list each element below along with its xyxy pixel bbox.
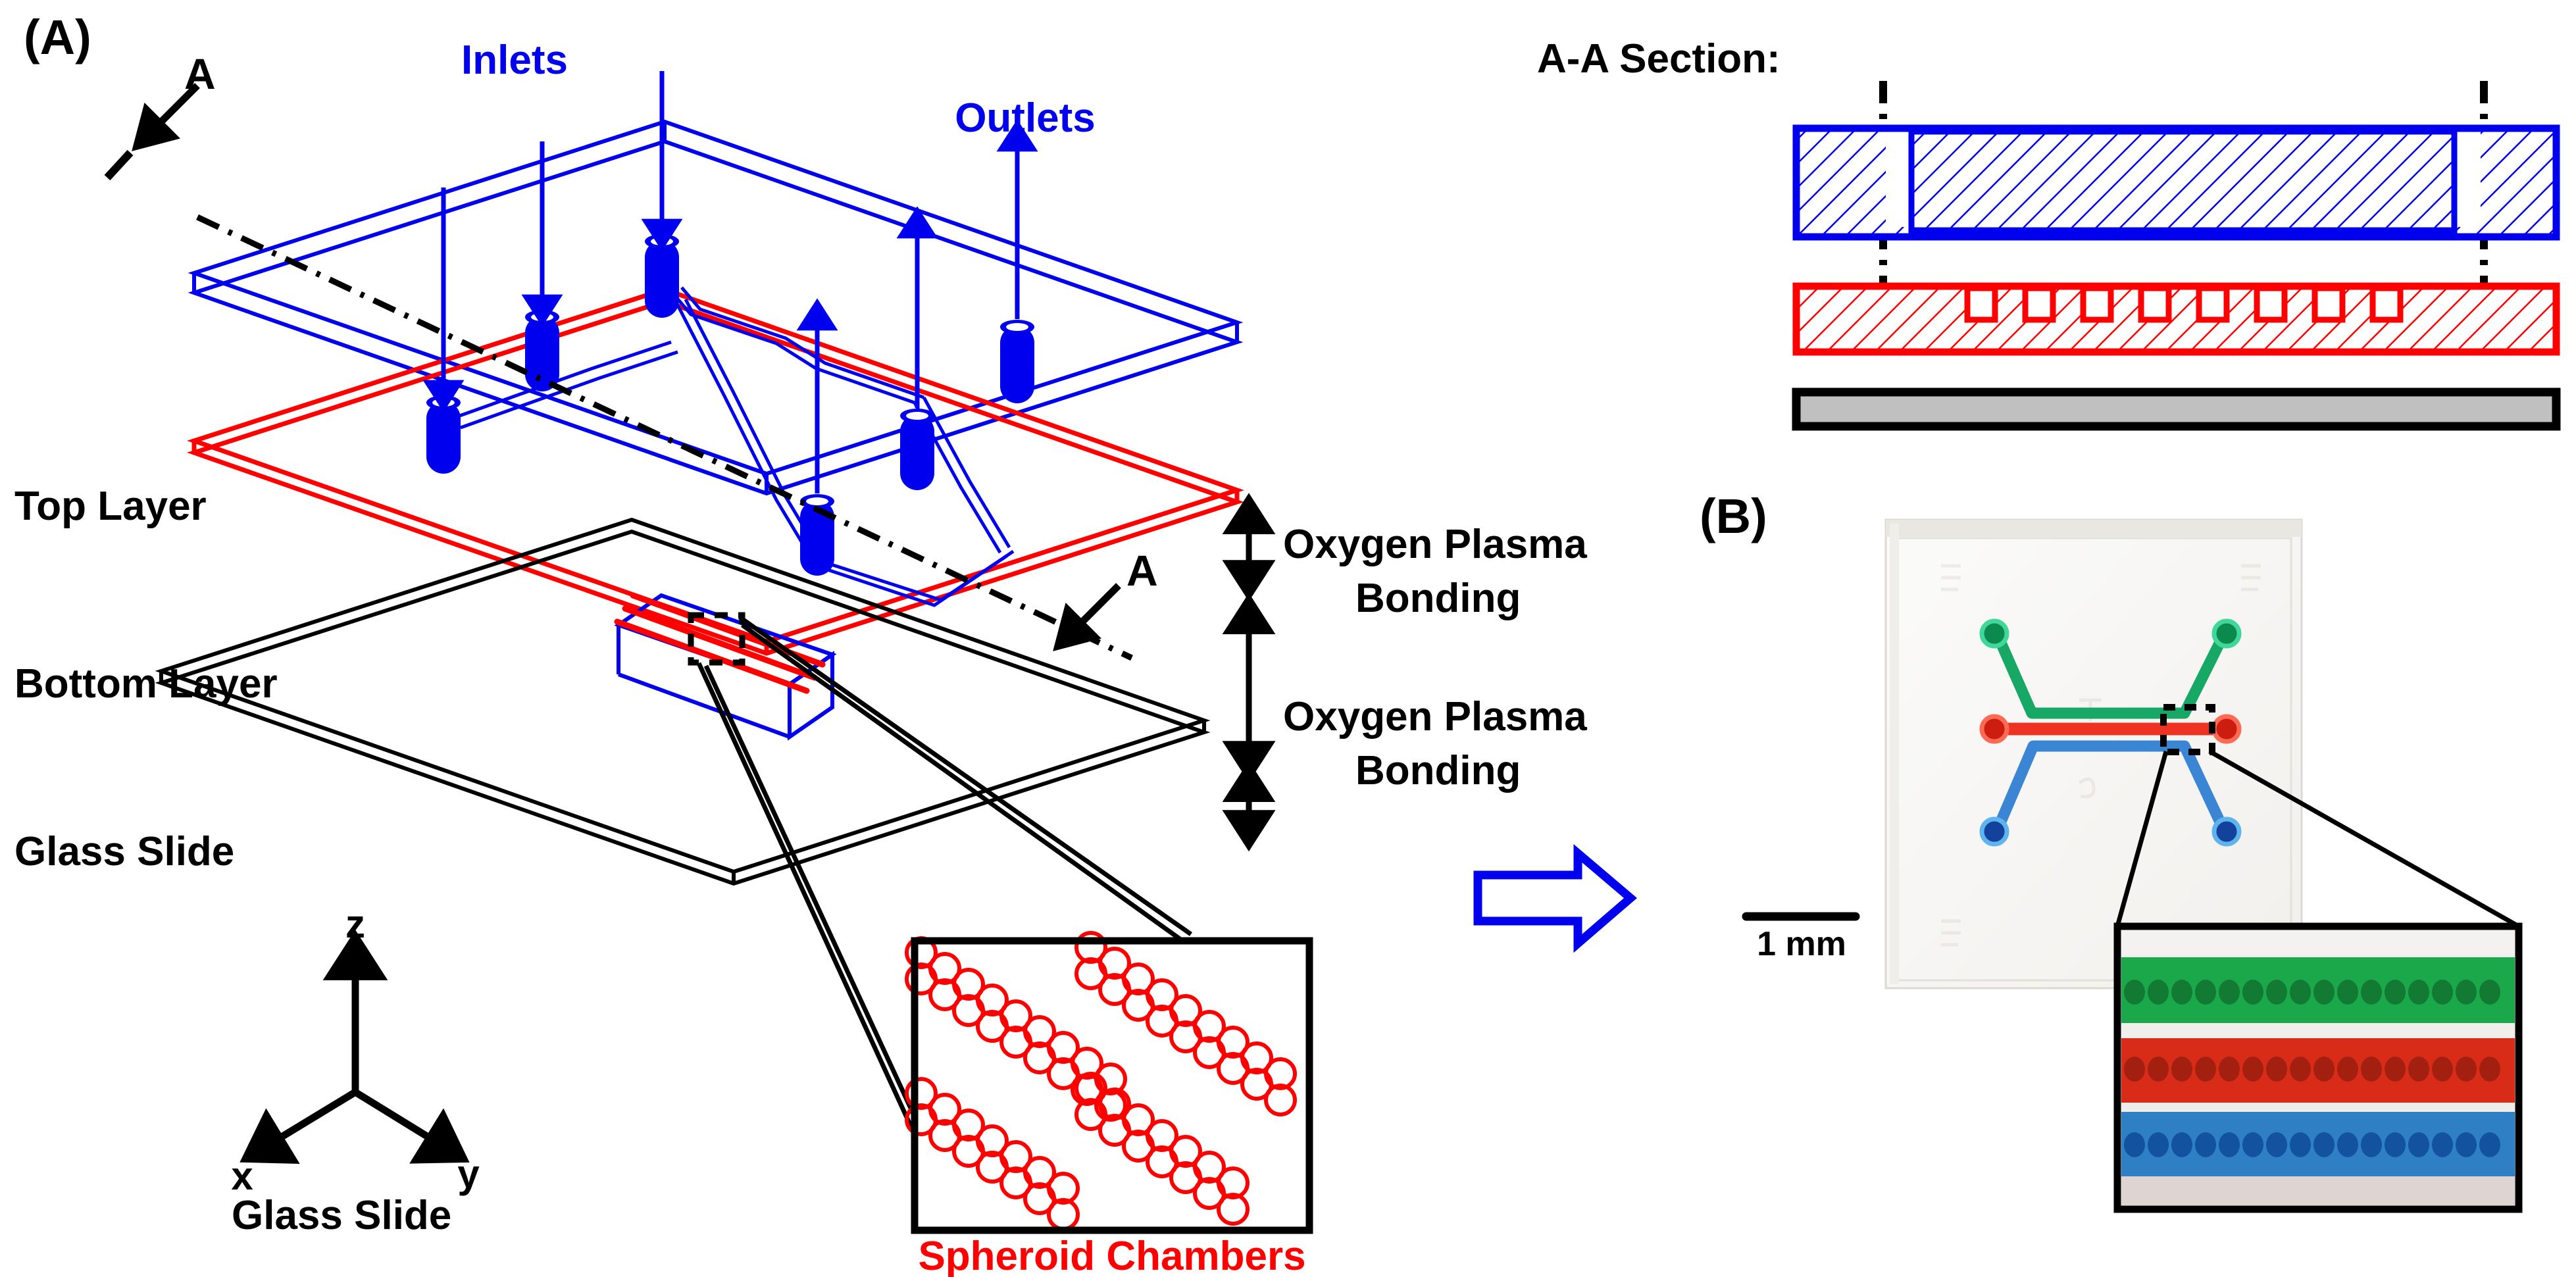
spheroid-chamber-array — [905, 931, 1297, 1231]
inset-leader-lines — [696, 615, 1193, 1179]
process-arrow — [1473, 843, 1637, 953]
red-port-left — [1979, 714, 2009, 744]
outlet-arrows — [796, 119, 1038, 493]
section-marker-left: A — [104, 49, 216, 181]
glass-slide-axis-label: Glass Slide — [232, 1193, 451, 1238]
red-channel-b — [1979, 714, 2242, 744]
glass-slide-label: Glass Slide — [14, 829, 234, 874]
inset-green-channel — [2121, 957, 2515, 1023]
top-layer-section — [1792, 124, 2560, 241]
section-title: A-A Section: — [1537, 36, 1780, 82]
green-channel-b — [1979, 618, 2242, 719]
spheroid-chambers-label: Spheroid Chambers — [918, 1234, 1305, 1277]
glass-slide-section — [1792, 388, 2561, 431]
zoom-region-box — [688, 612, 745, 666]
section-marker-right-label: A — [1126, 546, 1158, 595]
green-port-right — [2211, 618, 2242, 649]
bonding-top: Oxygen Plasma Bonding — [1222, 493, 1587, 621]
axis-label-z: z — [345, 902, 365, 946]
panel-a-label: (A) — [24, 10, 91, 64]
blue-port-right — [2211, 816, 2242, 847]
scale-bar: 1 mm — [1742, 912, 1860, 963]
port-cylinders — [426, 234, 1034, 576]
blue-port-left — [1979, 816, 2009, 847]
inset-blue-channel — [2121, 1112, 2515, 1176]
bonding-bottom: Oxygen Plasma Bonding — [1222, 593, 1587, 852]
inlet-port-1 — [426, 395, 461, 474]
section-marker-left-label: A — [184, 49, 216, 98]
bottom-layer-section — [1792, 282, 2560, 356]
panel-b-inset — [2113, 922, 2523, 1213]
outlet-port-1 — [800, 494, 834, 576]
inlets-label: Inlets — [461, 38, 568, 83]
bonding-top-line1: Oxygen Plasma — [1283, 522, 1587, 567]
bonding-bottom-line2: Bonding — [1355, 748, 1521, 793]
inlet-port-2 — [525, 310, 559, 391]
chamber-row — [905, 931, 1297, 1231]
outlet-port-2 — [900, 409, 934, 490]
bonding-top-line2: Bonding — [1355, 576, 1521, 621]
top-layer-label: Top Layer — [14, 484, 207, 529]
inset-leader-lines-b — [2115, 749, 2520, 929]
zoom-region-box-b — [2160, 704, 2215, 755]
glass-slide-slab — [155, 517, 1211, 886]
inset-red-channel — [2121, 1038, 2515, 1103]
blue-channel-b — [1979, 740, 2242, 847]
spheroid-chambers-inset — [905, 931, 1313, 1234]
red-port-right — [2211, 714, 2242, 744]
outlet-port-3 — [1000, 320, 1034, 403]
panel-b-label: (B) — [1700, 489, 1767, 543]
bottom-layer-label: Bottom Layer — [14, 661, 278, 707]
panel-a-exploded-view: Inlets Outlets A A Top Layer Bottom Laye… — [14, 38, 1587, 1277]
scale-bar-label: 1 mm — [1757, 925, 1846, 963]
coordinate-axes: z x y Glass Slide — [231, 902, 480, 1238]
top-layer-slab — [188, 119, 1244, 496]
section-marker-right: A — [1053, 546, 1158, 651]
axis-label-y: y — [457, 1152, 480, 1196]
section-aa: A-A Section: — [1537, 36, 2561, 431]
bonding-bottom-line1: Oxygen Plasma — [1283, 694, 1587, 739]
outlets-label: Outlets — [955, 95, 1096, 141]
panel-b-photo: 1 mm — [1742, 518, 2523, 1213]
green-port-left — [1979, 618, 2009, 649]
inlet-port-3 — [645, 234, 679, 318]
axis-label-x: x — [231, 1154, 253, 1198]
inlet-arrows — [422, 71, 683, 413]
chamber-cutouts — [1964, 285, 2404, 323]
